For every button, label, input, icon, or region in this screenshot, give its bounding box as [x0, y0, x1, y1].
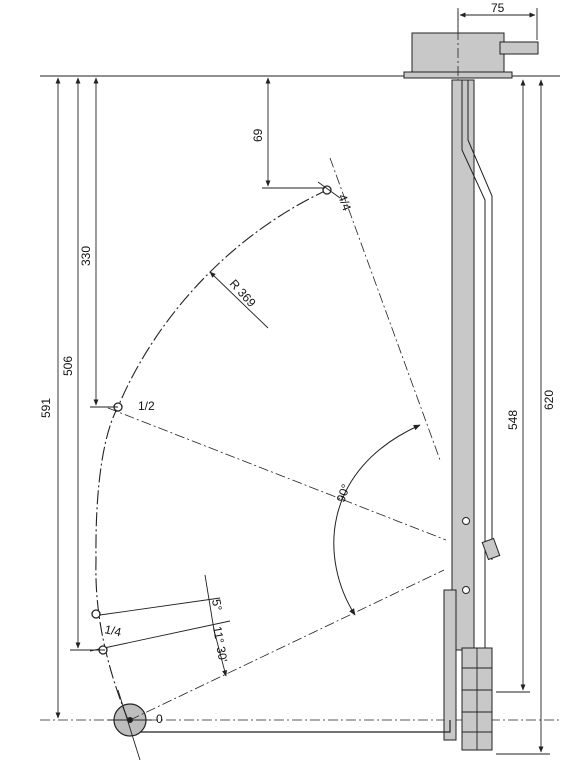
label-44: 4/4 [335, 192, 354, 213]
dim-620: 620 [542, 390, 556, 410]
radial-0 [129, 569, 445, 721]
radius-arc [95, 189, 328, 721]
small-angle-arc-2 [213, 629, 228, 677]
label-5deg: 5° [209, 598, 225, 612]
pivot-axis [117, 689, 141, 761]
dim-591: 591 [39, 398, 53, 418]
dim-548: 548 [506, 410, 520, 430]
dim-69: 69 [251, 128, 265, 142]
point-14a [91, 609, 101, 619]
radial-14b [89, 620, 231, 652]
dim-506: 506 [61, 356, 75, 376]
vertical-arm [443, 79, 501, 741]
dim-75: 75 [491, 1, 505, 15]
point-44 [322, 185, 332, 195]
label-11deg: 11° 30' [210, 625, 230, 663]
label-12: 1/2 [138, 399, 155, 413]
floor-arm [129, 720, 451, 733]
radial-12 [107, 407, 447, 541]
label-14: 1/4 [103, 622, 123, 639]
radial-14a [99, 597, 221, 616]
label-90: 90° [334, 482, 353, 504]
floor-spring [461, 647, 493, 751]
label-0: 0 [156, 712, 163, 726]
angle-90-arc [333, 424, 421, 616]
dim-330: 330 [79, 246, 93, 266]
small-angle-arc-1 [204, 574, 215, 631]
radius-leader [209, 271, 269, 329]
